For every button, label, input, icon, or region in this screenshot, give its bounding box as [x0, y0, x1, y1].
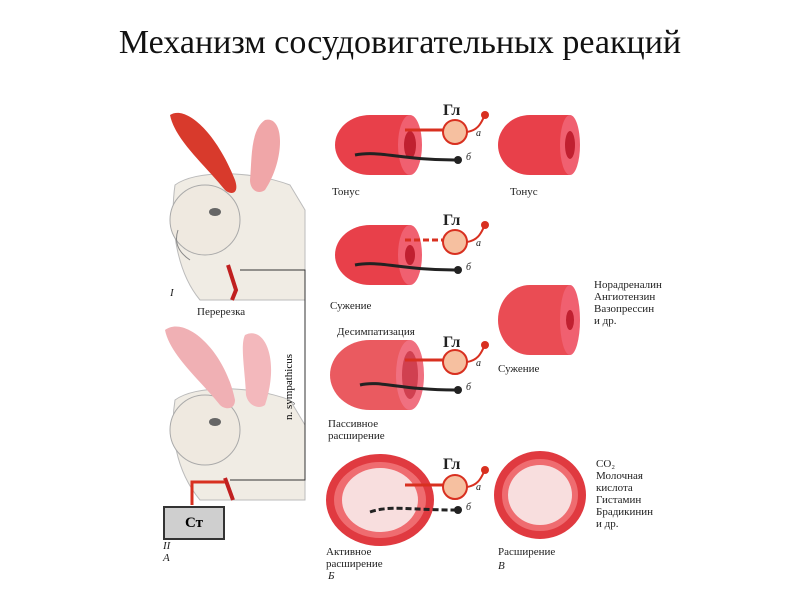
label-gl-3: Гл [443, 334, 461, 351]
label-roman-2: II [163, 540, 171, 552]
label-b-1: б [466, 152, 472, 163]
label-gl-2: Гл [443, 212, 461, 229]
rabbit-bottom [165, 326, 306, 505]
vessel-tonus-1 [335, 115, 422, 175]
vessel-suzhenie-2 [498, 285, 580, 355]
ear-left-light [165, 326, 235, 409]
label-n-sympathicus: n. sympathicus [283, 354, 295, 420]
label-constrictors: Норадреналин Ангиотензин Вазопрессин и д… [594, 279, 662, 327]
label-b-4: б [466, 502, 472, 513]
label-tonus-2: Тонус [510, 186, 538, 198]
label-a-3: а [476, 358, 481, 369]
ear-right-light [242, 333, 272, 407]
label-letter-b: Б [328, 570, 335, 582]
label-suzhenie-2: Сужение [498, 363, 540, 375]
label-a-2: а [476, 238, 481, 249]
label-rasshirenie: Расширение [498, 546, 556, 558]
vessel-tonus-2 [498, 115, 580, 175]
slide-title: Механизм сосудовигательных реакций [118, 24, 682, 61]
stimulator-box: Ст [163, 506, 225, 540]
label-letter-a: А [163, 552, 170, 564]
nerves [354, 128, 456, 514]
label-active: Активное расширение [326, 546, 383, 570]
ganglia [442, 111, 489, 514]
vessel-suzhenie-1 [335, 225, 422, 285]
label-b-2: б [466, 262, 472, 273]
label-a-1: а [476, 128, 481, 139]
label-a-4: а [476, 482, 481, 493]
label-b-3: б [466, 382, 472, 393]
label-letter-v: В [498, 560, 505, 572]
ear-dilated [170, 112, 237, 193]
label-gl-4: Гл [443, 456, 461, 473]
label-gl-1: Гл [443, 102, 461, 119]
label-roman-1: I [170, 287, 174, 299]
label-perezreska: Перерезка [197, 306, 246, 318]
label-suzhenie-1: Сужение [330, 300, 372, 312]
label-dilators: CO₂ Молочная кислота Гистамин Брадикинин… [596, 458, 654, 530]
vessel-active [326, 454, 434, 546]
label-tonus-1: Тонус [332, 186, 360, 198]
ear-normal [250, 119, 280, 192]
label-passive: Пассивное расширение [328, 418, 385, 442]
rabbit-top [169, 112, 306, 301]
label-desimpatizatsiya: Десимпатизация [337, 326, 415, 338]
vessel-passive [330, 340, 424, 410]
vessel-rasshirenie [494, 451, 586, 539]
